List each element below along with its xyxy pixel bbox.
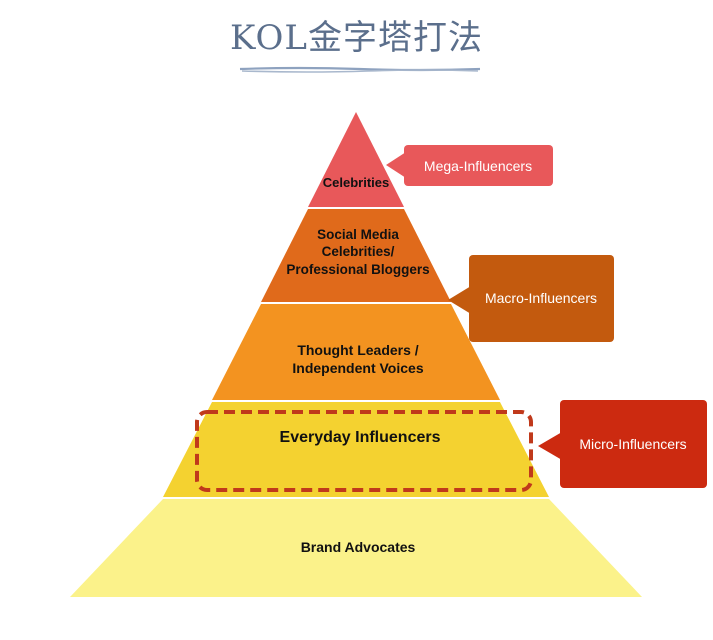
- tier-label-brand: Brand Advocates: [301, 539, 416, 555]
- callout-label-mega: Mega-Influencers: [424, 158, 532, 174]
- tier-label-celebrities: Celebrities: [323, 175, 389, 190]
- callout-macro: Macro-Influencers: [448, 255, 614, 342]
- callout-mega: Mega-Influencers: [386, 145, 553, 186]
- page-title: KOL金字塔打法: [230, 18, 483, 58]
- callout-label-micro: Micro-Influencers: [579, 436, 686, 452]
- tier-thought-leaders: [212, 304, 500, 400]
- tier-label-social-2: Celebrities/: [322, 244, 395, 259]
- tier-label-thought-1: Thought Leaders /: [297, 342, 418, 358]
- tier-label-social-1: Social Media: [317, 227, 399, 242]
- tier-everyday: [163, 402, 549, 497]
- callout-label-macro: Macro-Influencers: [485, 290, 597, 306]
- tier-social-media: [261, 209, 451, 302]
- tier-label-thought-2: Independent Voices: [292, 360, 423, 376]
- micro-highlight-box: [195, 410, 533, 492]
- tier-label-everyday: Everyday Influencers: [280, 429, 441, 446]
- callout-micro: Micro-Influencers: [538, 400, 707, 488]
- tier-brand-advocates: [70, 499, 642, 597]
- tier-label-social-3: Professional Bloggers: [286, 262, 429, 277]
- tier-celebrities: [308, 112, 404, 207]
- title-underline: [239, 66, 481, 73]
